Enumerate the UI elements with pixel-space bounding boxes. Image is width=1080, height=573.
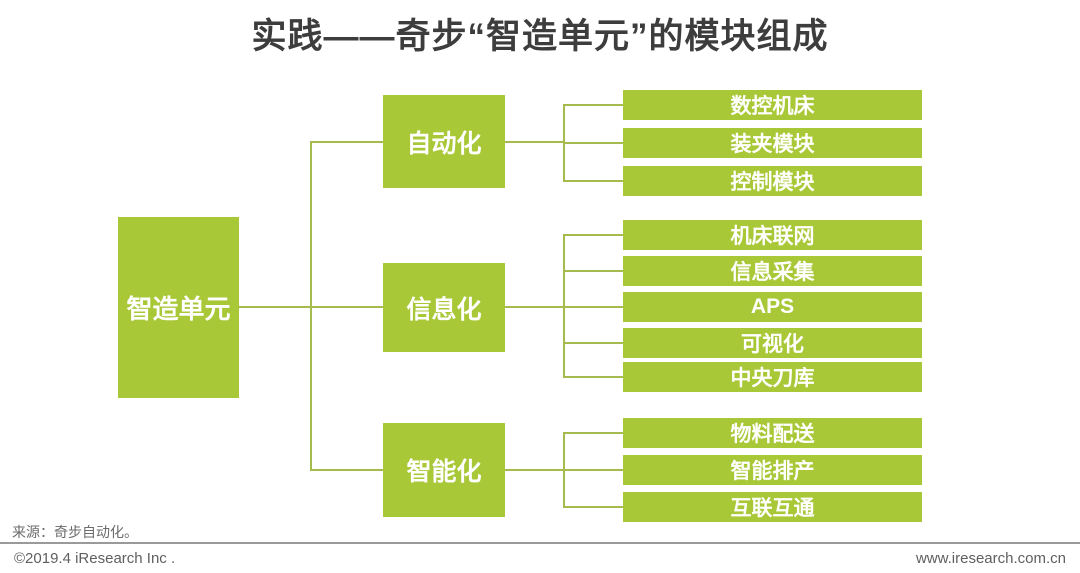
footer-divider [0, 542, 1080, 544]
copyright-text: ©2019.4 iResearch Inc . [14, 550, 176, 567]
node-root: 智造单元 [118, 217, 239, 398]
connector-spine-to-intelligence [310, 469, 383, 471]
connector-branch [563, 506, 623, 508]
node-leaf-central-tool-magazine: 中央刀库 [623, 362, 922, 392]
connector-branch [563, 234, 623, 236]
node-leaf-material-delivery: 物料配送 [623, 418, 922, 448]
connector-intelligence-out [505, 469, 563, 471]
website-text: www.iresearch.com.cn [915, 550, 1066, 567]
connector-branch [563, 104, 623, 106]
connector-information-out [505, 306, 563, 308]
node-leaf-machine-networking: 机床联网 [623, 220, 922, 250]
connector-branch [563, 376, 623, 378]
node-leaf-interconnection: 互联互通 [623, 492, 922, 522]
source-note: 来源：奇步自动化。 [12, 524, 138, 540]
page-title: 实践——奇步“智造单元”的模块组成 [251, 17, 829, 56]
node-leaf-visualization: 可视化 [623, 328, 922, 358]
connector-branch [563, 270, 623, 272]
node-leaf-fixture-module: 装夹模块 [623, 128, 922, 158]
connector-automation-out [505, 141, 563, 143]
connector-branch [563, 342, 623, 344]
connector-spine-to-automation [310, 141, 383, 143]
connector-branch [563, 180, 623, 182]
connector-branch [563, 469, 623, 471]
node-group-intelligence: 智能化 [383, 423, 505, 517]
connector-branch [563, 142, 623, 144]
connector-branch [563, 432, 623, 434]
node-leaf-control-module: 控制模块 [623, 166, 922, 196]
node-leaf-cnc-machine: 数控机床 [623, 90, 922, 120]
connector-root-to-spine [239, 306, 312, 308]
node-group-automation: 自动化 [383, 95, 505, 188]
connector-branch [563, 306, 623, 308]
node-leaf-info-collection: 信息采集 [623, 256, 922, 286]
node-leaf-aps: APS [623, 292, 922, 322]
node-group-information: 信息化 [383, 263, 505, 352]
node-leaf-smart-scheduling: 智能排产 [623, 455, 922, 485]
connector-spine-to-information [310, 306, 383, 308]
